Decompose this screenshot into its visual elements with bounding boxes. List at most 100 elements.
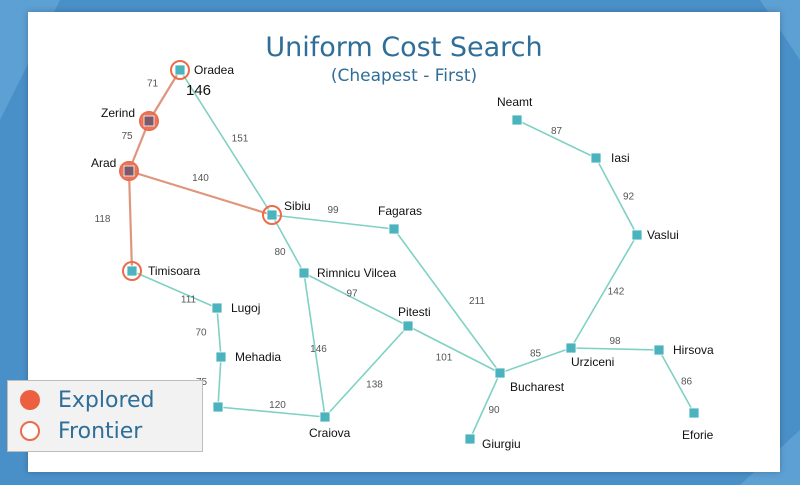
road-cost-drobeta-craiova: 120 (269, 400, 286, 411)
road-pitesti-bucharest (407, 325, 501, 374)
city-label-oradea: Oradea (194, 63, 234, 77)
city-node-bucharest (494, 367, 506, 379)
road-lugoj-mehadia (216, 307, 222, 358)
city-node-fagaras (388, 223, 400, 235)
road-cost-lugoj-mehadia: 70 (195, 328, 207, 339)
explored-ring-arad (119, 161, 139, 181)
road-cost-pitesti-craiova: 138 (366, 380, 383, 391)
city-label-sibiu: Sibiu (284, 199, 311, 213)
road-drobeta-craiova (217, 406, 326, 418)
city-node-drobeta (212, 401, 224, 413)
road-cost-pitesti-bucharest: 101 (436, 353, 453, 364)
road-iasi-neamt (516, 119, 597, 159)
road-cost-sibiu-fagaras: 99 (327, 205, 339, 216)
road-rimnicu-craiova (303, 272, 326, 418)
road-cost-sibiu-rimnicu: 80 (274, 247, 286, 258)
city-label-arad: Arad (91, 156, 116, 170)
road-arad-sibiu (128, 169, 273, 217)
road-cost-zerind-arad: 75 (121, 131, 133, 142)
explored-ring-zerind (139, 111, 159, 131)
romania-map-graph: 7175151140118998011170751209714613810121… (91, 60, 714, 451)
road-timisoara-lugoj (131, 270, 218, 309)
road-urziceni-hirsova (570, 347, 660, 351)
road-vaslui-iasi (595, 157, 638, 236)
road-cost-urziceni-vaslui: 142 (608, 287, 625, 298)
city-label-mehadia: Mehadia (235, 350, 281, 364)
road-oradea-sibiu (179, 69, 273, 216)
city-node-hirsova (653, 344, 665, 356)
city-label-neamt: Neamt (497, 95, 533, 109)
road-cost-rimnicu-craiova: 146 (310, 344, 327, 355)
road-cost-vaslui-iasi: 92 (623, 192, 635, 203)
city-label-giurgiu: Giurgiu (482, 437, 521, 451)
frontier-marker-icon (20, 421, 40, 441)
slide-subtitle: (Cheapest - First) (330, 66, 478, 86)
city-label-fagaras: Fagaras (378, 204, 422, 218)
city-node-mehadia (215, 351, 227, 363)
city-node-rimnicu (298, 267, 310, 279)
road-bucharest-urziceni (499, 347, 572, 374)
road-rimnicu-pitesti (303, 272, 409, 327)
road-cost-arad-sibiu: 140 (192, 173, 209, 184)
city-label-craiova: Craiova (309, 426, 351, 440)
roads-layer (127, 69, 695, 440)
road-costs-layer: 7175151140118998011170751209714613810121… (95, 79, 693, 417)
legend: Explored Frontier (7, 380, 203, 452)
city-label-timisoara: Timisoara (148, 264, 201, 278)
city-node-iasi (590, 152, 602, 164)
city-label-zerind: Zerind (101, 106, 135, 120)
road-cost-oradea-zerind: 71 (147, 79, 159, 90)
city-label-urziceni: Urziceni (571, 355, 614, 369)
slide-title: Uniform Cost Search (265, 32, 543, 63)
city-node-eforie (688, 407, 700, 419)
road-cost-oradea-sibiu: 151 (232, 134, 249, 145)
city-label-rimnicu: Rimnicu Vilcea (317, 266, 396, 280)
road-cost-bucharest-urziceni: 85 (530, 349, 542, 360)
city-label-bucharest: Bucharest (510, 380, 565, 394)
road-urziceni-vaslui (570, 234, 638, 349)
road-cost-urziceni-hirsova: 98 (609, 336, 621, 347)
road-sibiu-fagaras (271, 214, 395, 230)
city-label-eforie: Eforie (682, 428, 714, 442)
city-node-craiova (319, 411, 331, 423)
explored-marker-icon (20, 390, 40, 410)
road-mehadia-drobeta (217, 356, 222, 408)
legend-frontier: Frontier (20, 416, 142, 446)
road-cost-hirsova-eforie: 86 (681, 377, 693, 388)
road-cost-iasi-neamt: 87 (551, 126, 563, 137)
city-node-urziceni (565, 342, 577, 354)
road-cost-fagaras-bucharest: 211 (469, 296, 485, 307)
city-node-timisoara (126, 265, 138, 277)
city-node-pitesti (402, 320, 414, 332)
legend-explored: Explored (20, 385, 155, 415)
city-label-lugoj: Lugoj (231, 301, 260, 315)
cities-layer (119, 60, 700, 445)
frontier-ring-sibiu (262, 205, 282, 225)
city-label-iasi: Iasi (611, 151, 630, 165)
city-node-zerind (143, 115, 155, 127)
road-sibiu-rimnicu (271, 214, 305, 274)
city-node-giurgiu (464, 433, 476, 445)
city-node-oradea (174, 64, 186, 76)
road-fagaras-bucharest (393, 228, 501, 374)
road-hirsova-eforie (658, 349, 695, 414)
city-label-hirsova: Hirsova (673, 343, 714, 357)
frontier-ring-oradea (170, 60, 190, 80)
city-node-lugoj (211, 302, 223, 314)
road-cost-arad-timisoara: 118 (95, 214, 111, 225)
frontier-ring-timisoara (122, 261, 142, 281)
road-bucharest-giurgiu (469, 372, 501, 440)
road-cost-rimnicu-pitesti: 97 (346, 289, 358, 300)
road-pitesti-craiova (324, 325, 409, 418)
city-label-vaslui: Vaslui (647, 228, 679, 242)
city-node-sibiu (266, 209, 278, 221)
road-arad-timisoara (127, 170, 134, 272)
city-node-neamt (511, 114, 523, 126)
legend-frontier-label: Frontier (58, 418, 143, 444)
city-label-pitesti: Pitesti (398, 305, 431, 319)
city-node-arad (123, 165, 135, 177)
legend-explored-label: Explored (58, 387, 155, 413)
city-node-vaslui (631, 229, 643, 241)
road-cost-timisoara-lugoj: 111 (181, 295, 197, 306)
